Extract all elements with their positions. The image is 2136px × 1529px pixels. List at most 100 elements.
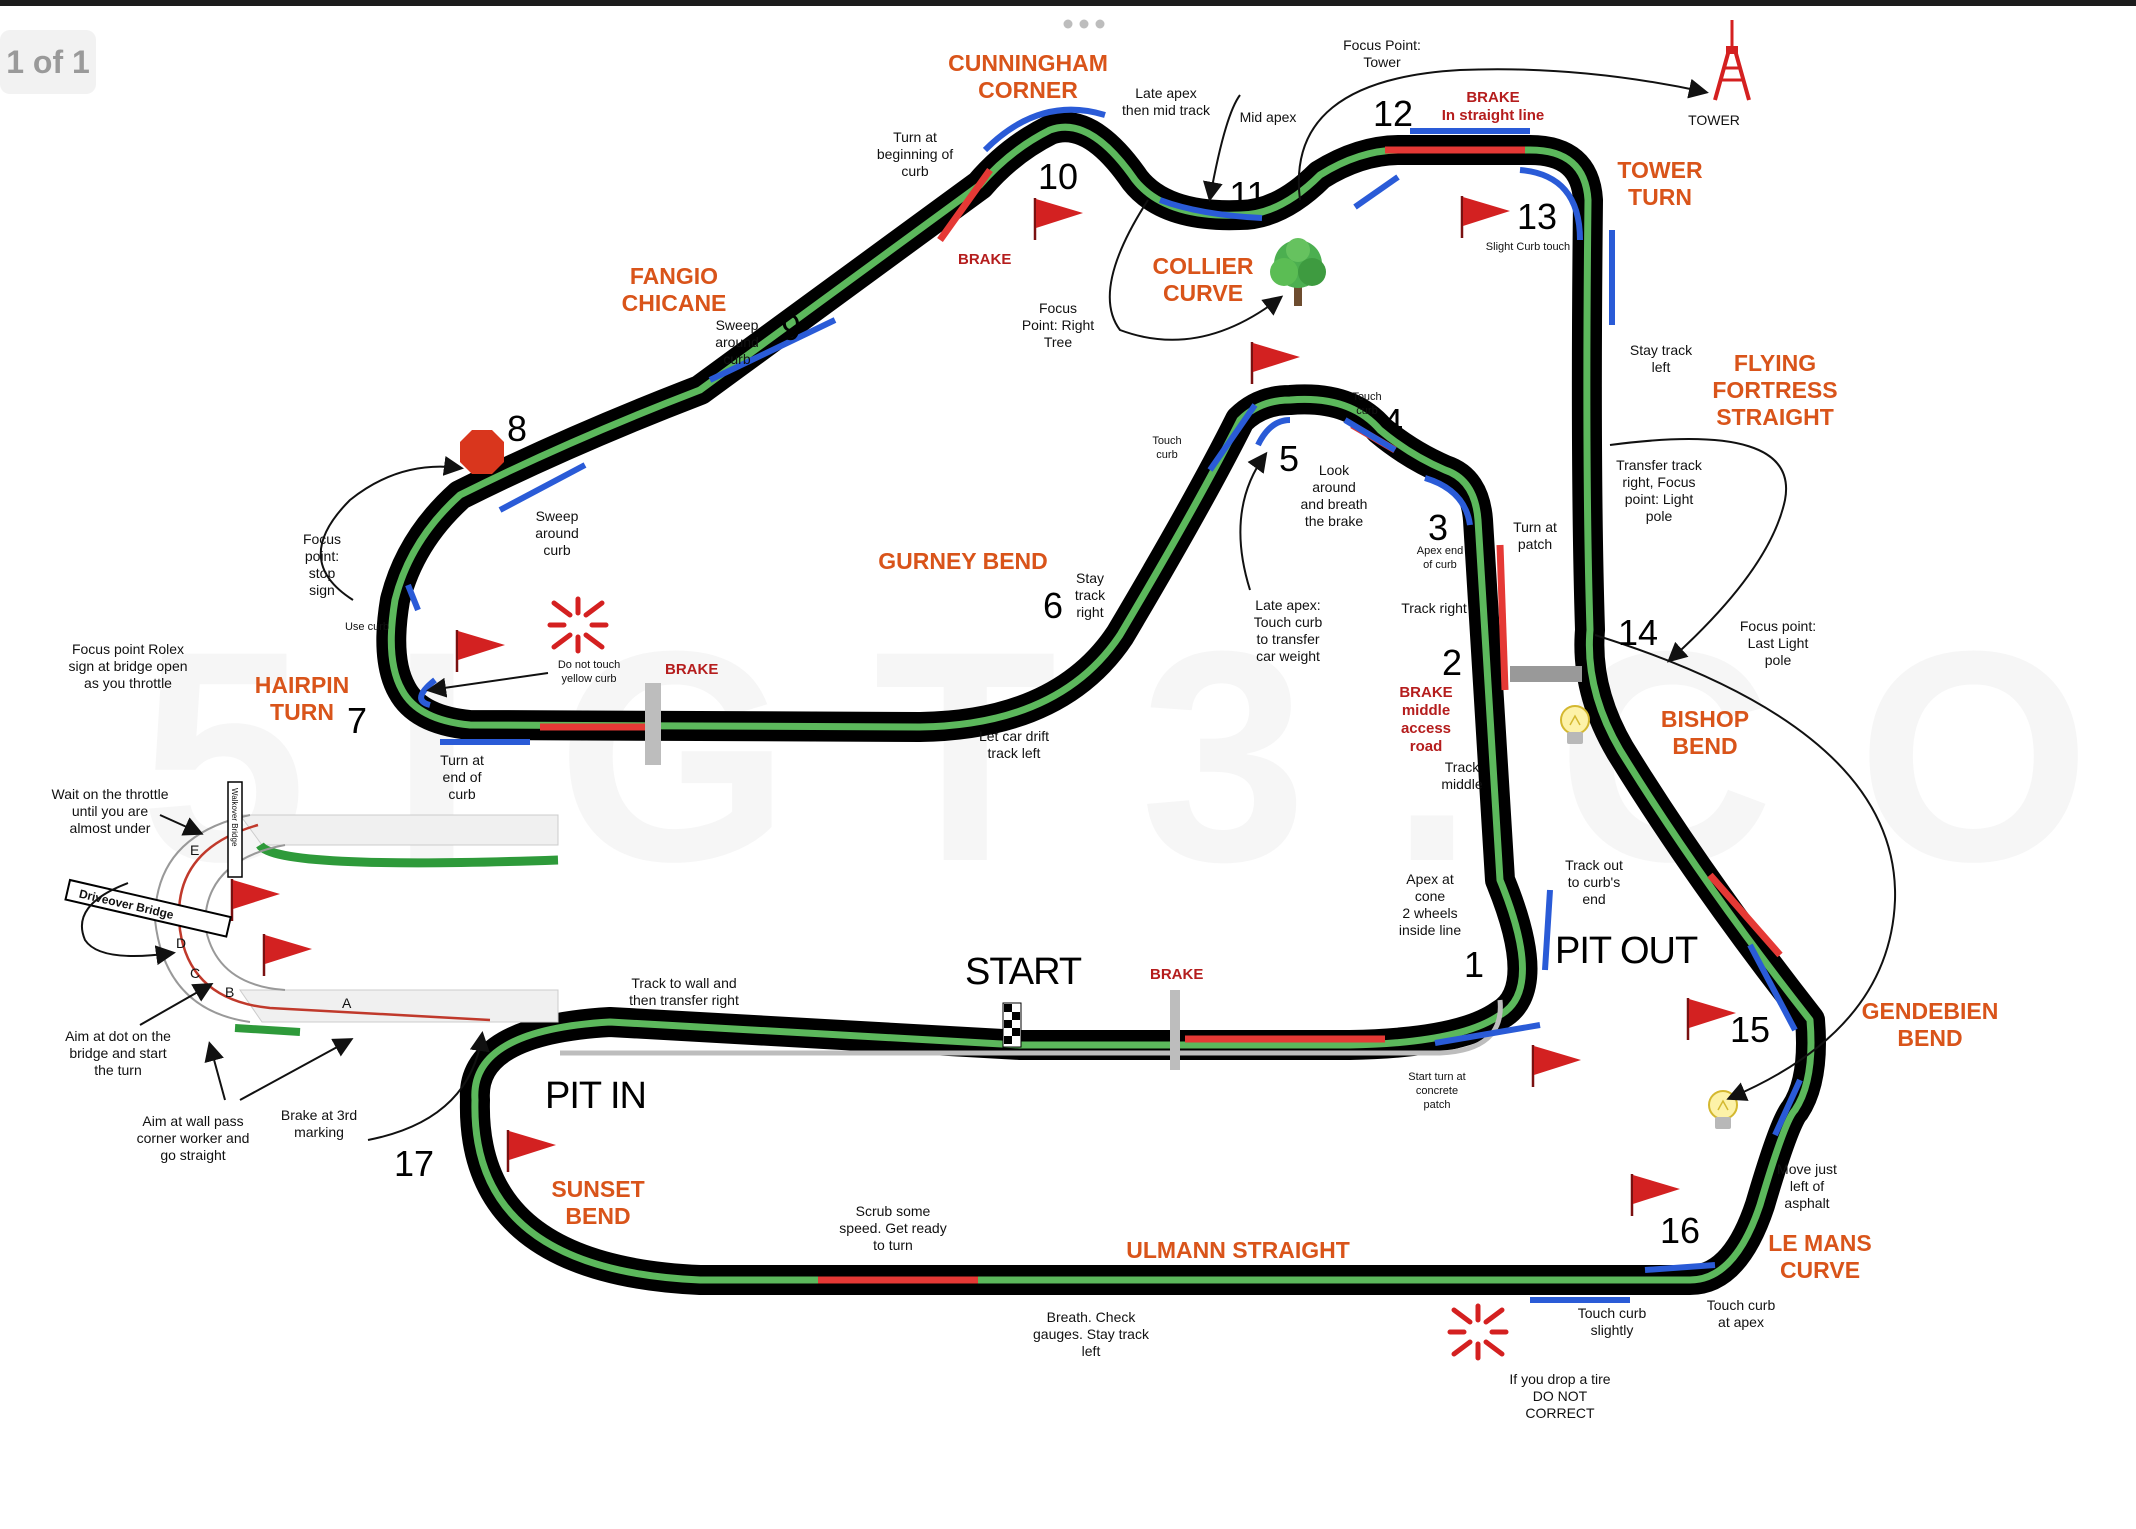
- note-no-yellow-2: yellow curb: [561, 673, 616, 685]
- note-focus-tree-2: Point: Right: [1022, 317, 1094, 333]
- inset-point-a: A: [342, 995, 352, 1011]
- note-turn-beginning-3: curb: [901, 163, 928, 179]
- inset-point-b: B: [225, 984, 234, 1000]
- corner-fangio-line2: CHICANE: [622, 290, 727, 316]
- note-move-left-1: Move just: [1777, 1161, 1837, 1177]
- note-track-right: Track right: [1401, 600, 1467, 616]
- note-last-light-2: Last Light: [1748, 635, 1809, 651]
- brake-label-t2-line1: BRAKE: [1399, 684, 1452, 701]
- driving-notes: Focus Point: Tower Late apex then mid tr…: [52, 37, 1838, 1421]
- brake-label-t1: BRAKE: [1150, 966, 1203, 983]
- corner-bishop-line2: BEND: [1672, 733, 1737, 759]
- note-rolex-2: sign at bridge open: [68, 658, 187, 674]
- note-mid-apex: Mid apex: [1240, 109, 1297, 125]
- access-road-bridge: [1510, 666, 1582, 682]
- note-apex-cone-2: cone: [1415, 888, 1446, 904]
- note-breath-1: Breath. Check: [1047, 1309, 1137, 1325]
- note-brake3rd-2: marking: [294, 1124, 344, 1140]
- corner-cunningham-line1: CUNNINGHAM: [948, 50, 1108, 76]
- note-breath-3: left: [1082, 1343, 1101, 1359]
- turn-numbers: 1 2 3 4 5 6 7 8 9 10 11 12 13 14 15 16 1…: [347, 93, 1770, 1251]
- ellipsis-icon[interactable]: [1060, 12, 1108, 36]
- note-touch5-2: curb: [1156, 449, 1177, 461]
- bridge-inset: Driveover Bridge Walkover Bridge A B C D…: [64, 781, 559, 1036]
- walkover-bridge-label: Walkover Bridge: [230, 788, 239, 847]
- note-focus-stop-3: stop: [309, 565, 336, 581]
- turn-number-8: 8: [507, 408, 527, 449]
- start-label: START: [965, 951, 1082, 993]
- turn-number-14: 14: [1618, 612, 1658, 653]
- corner-sunset-line2: BEND: [565, 1203, 630, 1229]
- page-counter: 1 of 1: [0, 30, 96, 94]
- corner-collier-line1: COLLIER: [1153, 253, 1254, 279]
- curbs: [405, 106, 1803, 1303]
- tower-icon: [1713, 20, 1751, 101]
- note-no-yellow-1: Do not touch: [558, 659, 620, 671]
- timing-bar-start: [1170, 990, 1180, 1070]
- corner-lemans-line2: CURVE: [1780, 1257, 1860, 1283]
- note-look-1: Look: [1319, 462, 1350, 478]
- top-bar: [0, 0, 2136, 6]
- turn-number-7: 7: [347, 700, 367, 741]
- turn-number-10: 10: [1038, 156, 1078, 197]
- note-sweep9-3: curb: [723, 351, 750, 367]
- note-drop-tire-1: If you drop a tire: [1509, 1371, 1610, 1387]
- note-turn-patch-2: patch: [1518, 536, 1552, 552]
- brake-label-t7: BRAKE: [665, 661, 718, 678]
- corner-hairpin-line1: HAIRPIN: [255, 672, 350, 698]
- corner-fangio-line1: FANGIO: [630, 263, 718, 289]
- inset-point-e: E: [190, 842, 199, 858]
- note-focus-tower-1: Focus Point:: [1343, 37, 1421, 53]
- note-apex-cone-4: inside line: [1399, 922, 1461, 938]
- note-last-light-3: pole: [1765, 652, 1792, 668]
- turn-number-13: 13: [1517, 196, 1557, 237]
- turn-number-1: 1: [1464, 944, 1484, 985]
- note-turn-end-3: curb: [448, 786, 475, 802]
- brake-label-t2-line3: access: [1401, 720, 1451, 737]
- note-transfer-4: pole: [1646, 508, 1673, 524]
- note-sweep9-1: Sweep: [716, 317, 759, 333]
- note-wait-3: almost under: [70, 820, 151, 836]
- inset-point-d: D: [176, 935, 186, 951]
- tower-label: TOWER: [1688, 112, 1740, 128]
- note-rolex-3: as you throttle: [84, 675, 172, 691]
- pit-lane: [560, 999, 1503, 1056]
- turn-number-3: 3: [1428, 507, 1448, 548]
- note-focus-stop-4: sign: [309, 582, 335, 598]
- timing-bar-hairpin: [645, 683, 661, 765]
- corner-flying-line1: FLYING: [1734, 350, 1816, 376]
- note-late-apex5-1: Late apex:: [1255, 597, 1320, 613]
- checkered-flag-icon: [1004, 1004, 1020, 1044]
- note-stay-right-3: right: [1076, 604, 1103, 620]
- note-track-middle-2: middle: [1441, 776, 1482, 792]
- corner-lemans-line1: LE MANS: [1768, 1230, 1872, 1256]
- note-focus-tree-1: Focus: [1039, 300, 1077, 316]
- brake-label-t2-line4: road: [1410, 738, 1443, 755]
- note-track-out-2: to curb's: [1568, 874, 1620, 890]
- corner-collier-line2: CURVE: [1163, 280, 1243, 306]
- note-move-left-2: left of: [1790, 1178, 1824, 1194]
- note-touch-slightly-2: slightly: [1591, 1322, 1634, 1338]
- brake-label-t2-line2: middle: [1402, 702, 1450, 719]
- corner-gurney: GURNEY BEND: [878, 548, 1048, 574]
- note-scrub-3: to turn: [873, 1237, 913, 1253]
- note-concrete-1: Start turn at: [1408, 1071, 1465, 1083]
- note-turn-beginning-2: beginning of: [877, 146, 953, 162]
- turn-number-5: 5: [1279, 438, 1299, 479]
- note-aim-dot-1: Aim at dot on the: [65, 1028, 171, 1044]
- note-track-out-1: Track out: [1565, 857, 1623, 873]
- tree-icon: [1270, 238, 1326, 306]
- note-turn-beginning-1: Turn at: [893, 129, 937, 145]
- note-sweep8-1: Sweep: [536, 508, 579, 524]
- note-stay-right-1: Stay: [1076, 570, 1104, 586]
- turn-number-12: 12: [1373, 93, 1413, 134]
- note-late-apex5-2: Touch curb: [1254, 614, 1323, 630]
- track: [376, 112, 1826, 1295]
- note-track-middle-1: Track: [1445, 759, 1480, 775]
- brake-label-t10: BRAKE: [958, 251, 1011, 268]
- note-late-apex-2: then mid track: [1122, 102, 1211, 118]
- note-late-apex5-3: to transfer: [1256, 631, 1319, 647]
- note-touch-apex-2: at apex: [1718, 1314, 1764, 1330]
- stop-sign-icon: [460, 430, 504, 474]
